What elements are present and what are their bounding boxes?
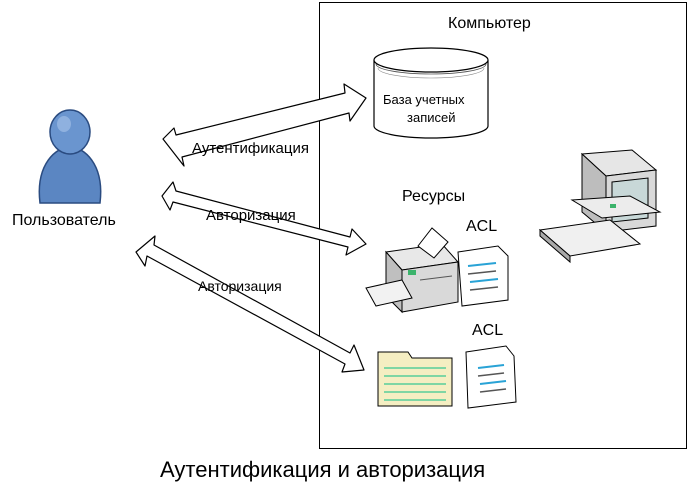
user-label: Пользователь bbox=[12, 212, 116, 229]
caption: Аутентификация и авторизация bbox=[160, 457, 486, 482]
arrow-authorization-folder bbox=[135, 235, 365, 373]
database-label-line1: База учетных bbox=[383, 92, 465, 107]
arrow-authentication-label: Аутентификация bbox=[192, 140, 309, 157]
document-icon bbox=[457, 245, 509, 307]
user-icon bbox=[38, 109, 102, 204]
acl-label-bottom: ACL bbox=[472, 322, 504, 339]
arrow-authorization-label-1: Авторизация bbox=[206, 207, 296, 224]
acl-label-top: ACL bbox=[466, 218, 498, 235]
arrow-authorization-label-2: Авторизация bbox=[198, 278, 282, 294]
computer-boundary bbox=[319, 2, 687, 449]
folder-icon bbox=[377, 351, 453, 407]
document-icon bbox=[465, 345, 517, 409]
database-label-line2: записей bbox=[407, 110, 456, 125]
arrow-authentication bbox=[162, 83, 367, 167]
computer-icon bbox=[538, 149, 662, 264]
printer-icon bbox=[365, 227, 459, 314]
arrow-authorization-printer bbox=[161, 181, 367, 256]
resources-label: Ресурсы bbox=[402, 188, 466, 205]
database-icon bbox=[373, 47, 489, 139]
computer-label: Компьютер bbox=[448, 15, 531, 32]
